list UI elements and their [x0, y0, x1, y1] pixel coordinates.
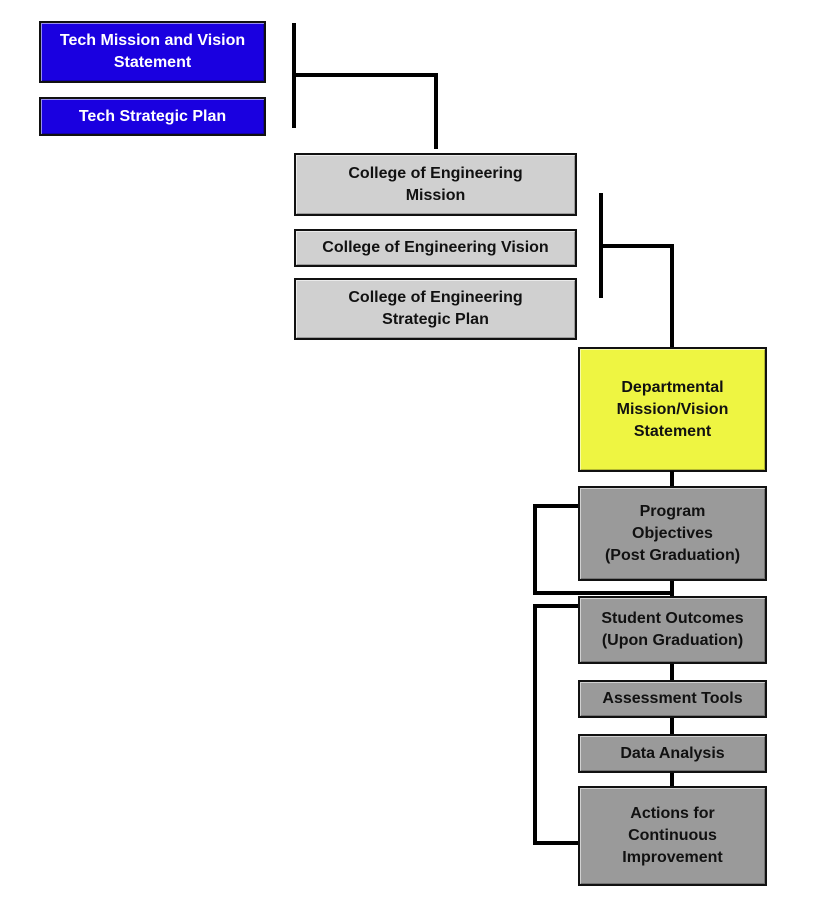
- loop1-top: [533, 504, 579, 508]
- loop1-bottom: [533, 591, 674, 595]
- connector-institution-horizontal: [292, 73, 438, 77]
- program-objectives-box: Program Objectives (Post Graduation): [578, 486, 767, 581]
- loop2-bottom: [533, 841, 579, 845]
- loop1-left: [533, 504, 537, 595]
- connector-assessment-to-analysis: [670, 716, 674, 735]
- connector-college-horizontal: [599, 244, 674, 248]
- connector-college-down: [670, 244, 674, 348]
- loop2-left: [533, 604, 537, 845]
- student-outcomes-box: Student Outcomes (Upon Graduation): [578, 596, 767, 664]
- college-mission-box: College of Engineering Mission: [294, 153, 577, 216]
- loop2-top: [533, 604, 579, 608]
- data-analysis-box: Data Analysis: [578, 734, 767, 773]
- connector-dept-to-objectives: [670, 471, 674, 487]
- connector-outcomes-to-assessment: [670, 662, 674, 681]
- connector-institution-down: [434, 73, 438, 149]
- college-vision-box: College of Engineering Vision: [294, 229, 577, 267]
- connector-objectives-to-outcomes: [670, 579, 674, 597]
- assessment-tools-box: Assessment Tools: [578, 680, 767, 718]
- tech-strategic-plan-box: Tech Strategic Plan: [39, 97, 266, 136]
- tech-mission-vision-box: Tech Mission and Vision Statement: [39, 21, 266, 83]
- connector-analysis-to-actions: [670, 771, 674, 787]
- department-mission-vision-box: Departmental Mission/Vision Statement: [578, 347, 767, 472]
- college-strategic-plan-box: College of Engineering Strategic Plan: [294, 278, 577, 340]
- actions-continuous-improvement-box: Actions for Continuous Improvement: [578, 786, 767, 886]
